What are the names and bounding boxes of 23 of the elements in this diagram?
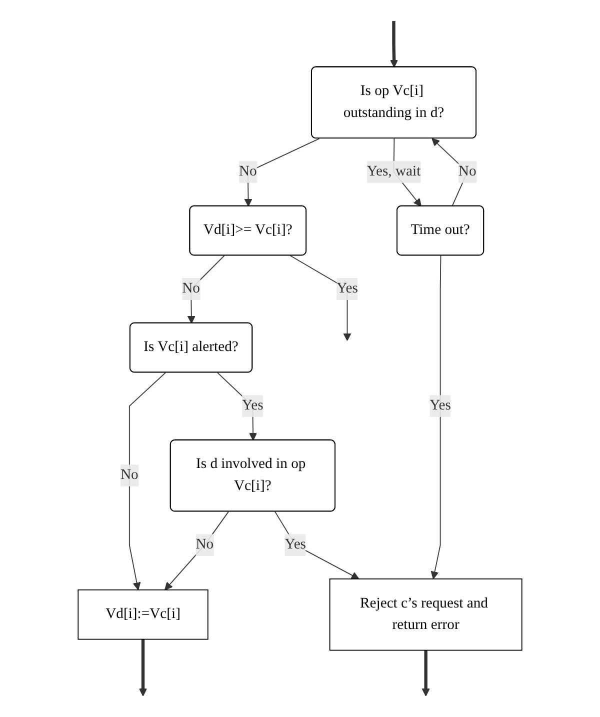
node-box: Vd[i]:=Vc[i] (78, 589, 208, 640)
arrow (430, 255, 442, 580)
node-box: Reject c’s request and return error (329, 578, 522, 651)
arrow (139, 639, 148, 696)
edge-label: No (196, 536, 214, 552)
edge-label: No (182, 280, 200, 296)
arrow (290, 255, 352, 342)
arrow (217, 372, 258, 441)
edge-label: No (458, 164, 476, 180)
edge-label: Yes, wait (366, 164, 421, 180)
arrow (274, 511, 360, 580)
edge-label: Yes (242, 398, 264, 414)
edge-label: No (120, 467, 138, 483)
edge-label: Yes (284, 536, 306, 552)
edge-label: Yes (430, 398, 451, 414)
arrow (390, 21, 398, 68)
arrow (244, 138, 320, 207)
arrow (164, 511, 229, 590)
edge-label: Yes (336, 280, 358, 296)
arrow (187, 255, 225, 324)
edge-label: No (238, 164, 257, 180)
arrow (422, 650, 430, 696)
arrow (128, 372, 166, 590)
